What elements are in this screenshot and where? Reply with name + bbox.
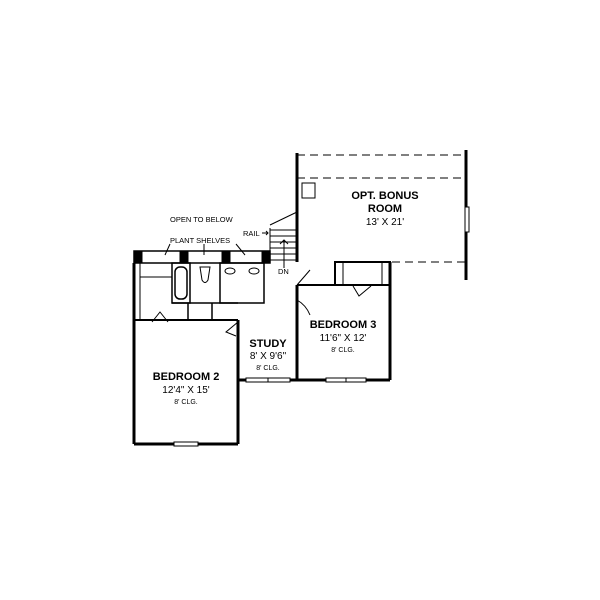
bonus-room-dimensions: 13' X 21' xyxy=(365,217,405,228)
plant-shelves-note: PLANT SHELVES xyxy=(170,236,231,245)
bathroom xyxy=(171,262,265,320)
staircase xyxy=(262,210,299,268)
bedroom-2-dimensions: 12'4" X 15' xyxy=(162,385,210,396)
bedroom-3-dimensions: 11'6" X 12' xyxy=(319,333,367,344)
open-to-below-note: OPEN TO BELOW xyxy=(170,215,233,224)
bedroom-3-ceiling: 8' CLG. xyxy=(331,347,355,354)
study-walls xyxy=(238,377,300,383)
plant-shelves xyxy=(133,243,271,264)
bedroom-2-ceiling: 8' CLG. xyxy=(174,399,198,406)
bedroom-2-name: BEDROOM 2 xyxy=(152,371,220,383)
stair-down-note: DN xyxy=(278,267,289,276)
rail-note: RAIL xyxy=(243,229,260,238)
study-dimensions: 8' X 9'6" xyxy=(249,351,287,362)
study-ceiling: 8' CLG. xyxy=(256,365,280,372)
bonus-room-name-1: OPT. BONUS xyxy=(351,190,419,202)
bedroom-3-name: BEDROOM 3 xyxy=(309,319,377,331)
bedroom-2-walls xyxy=(132,263,240,447)
bedroom-3-walls xyxy=(295,261,392,383)
bonus-room-walls xyxy=(295,150,470,280)
bonus-room-name-2: ROOM xyxy=(367,203,403,215)
study-name: STUDY xyxy=(249,338,287,350)
